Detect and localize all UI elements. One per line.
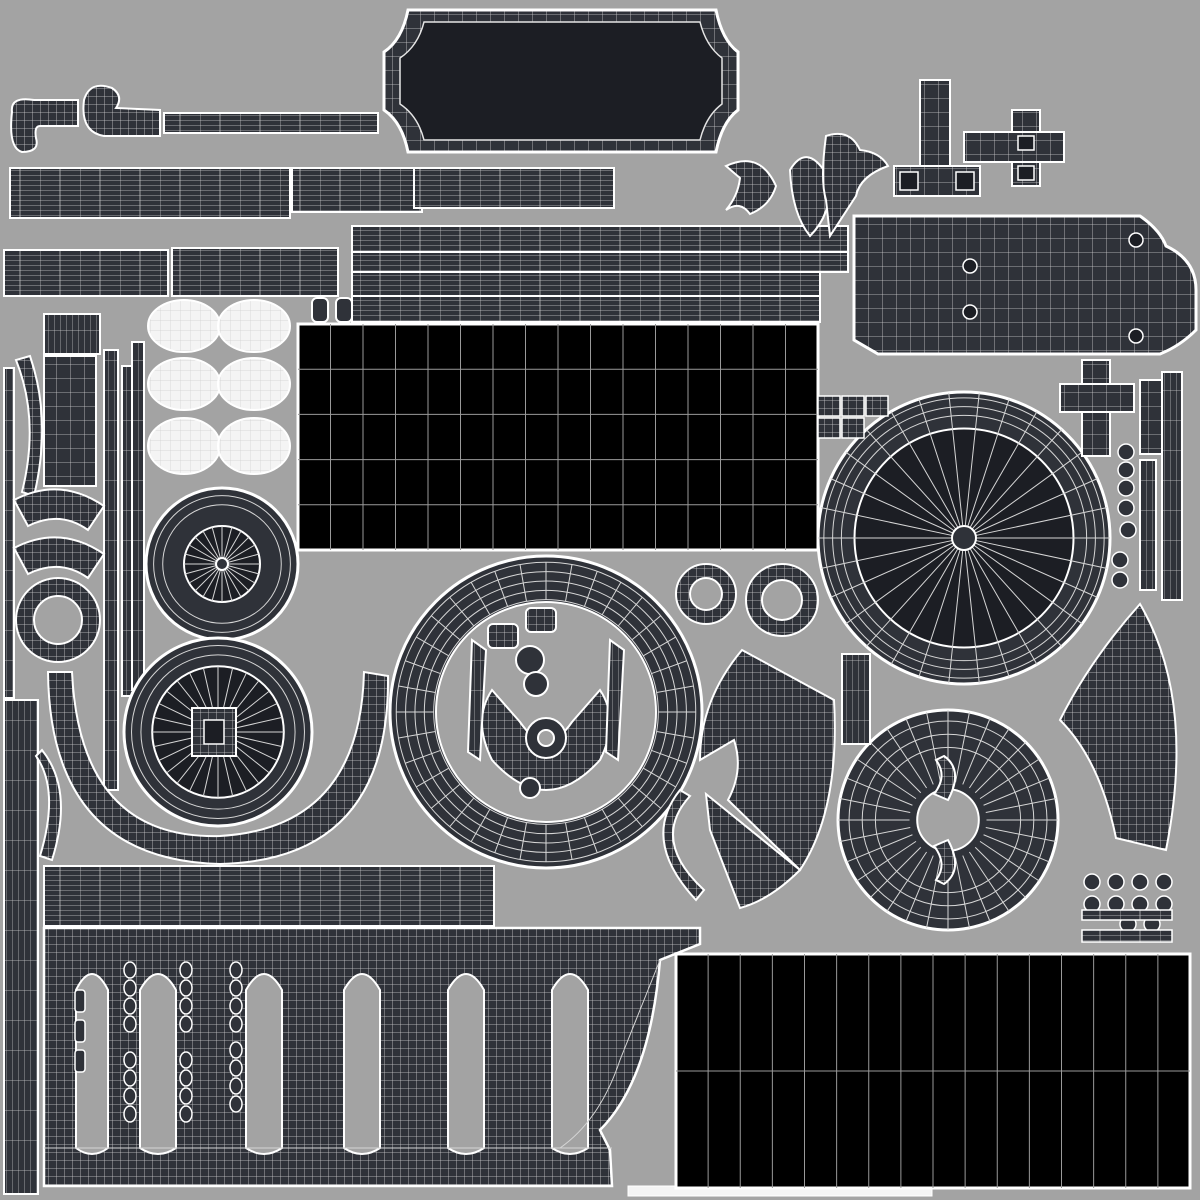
chain-link-island: [229, 961, 243, 979]
long-strip-1: [9, 167, 291, 219]
chain-link-island: [229, 997, 243, 1015]
wheel-island-small: [144, 486, 300, 642]
comb-edge-line: [559, 959, 661, 1149]
left-edge-bar: [3, 367, 15, 699]
chain-link-island: [179, 961, 193, 979]
left-bar-3: [131, 341, 145, 691]
pin-island: [74, 1019, 86, 1043]
comb-gap: [551, 973, 589, 1155]
comb-gap: [447, 973, 485, 1155]
bead-island: [1107, 873, 1125, 891]
wheel-island-left: [122, 636, 314, 828]
chain-link-island: [229, 1077, 243, 1095]
cross-island-2: [963, 109, 1065, 187]
small-nut-1: [311, 297, 329, 323]
left-small-arc: [34, 748, 62, 862]
comb-gap: [245, 973, 283, 1155]
strip-row-b: [171, 247, 339, 297]
mid-rings: [675, 563, 819, 637]
pin-island: [74, 989, 86, 1013]
curl-island-left: [10, 98, 79, 154]
chain-link-island: [123, 1069, 137, 1087]
chain-link-island: [179, 997, 193, 1015]
small-nut-2: [335, 297, 353, 323]
chain-link-island: [179, 1051, 193, 1069]
right-bar-1: [1161, 371, 1183, 601]
bracket-plate-island: [852, 214, 1198, 356]
large-arc-strip: [46, 670, 390, 866]
small-cross-right: [1059, 359, 1135, 457]
bead-island: [1117, 499, 1135, 517]
chain-link-island: [123, 997, 137, 1015]
chain-link-island: [179, 979, 193, 997]
wheel-island-right-top: [816, 390, 1112, 686]
bead-strip: [1081, 909, 1173, 921]
finial-island-1: [724, 160, 778, 216]
stacked-strip-3: [351, 271, 821, 297]
chain-link-island: [229, 1015, 243, 1033]
comb-top-strip: [43, 865, 495, 927]
chain-link-island: [229, 1059, 243, 1077]
chain-link-island: [123, 1087, 137, 1105]
strip-row-a: [3, 249, 169, 297]
chain-link-island: [123, 961, 137, 979]
chain-link-island: [179, 1087, 193, 1105]
plaque-island: [382, 8, 740, 154]
bead-island: [1131, 873, 1149, 891]
curl-island-right: [82, 84, 161, 137]
small-squares: [817, 395, 889, 439]
fan-piece-2: [12, 536, 106, 580]
chain-link-island: [123, 1051, 137, 1069]
bead-island: [1155, 873, 1173, 891]
left-tall-block: [43, 355, 97, 487]
fan-island-right: [1058, 602, 1178, 852]
comb-gap: [343, 973, 381, 1155]
bead-strip: [1081, 929, 1173, 943]
long-strip-3: [413, 167, 615, 209]
chain-link-island: [123, 1015, 137, 1033]
left-bar-1: [103, 349, 119, 791]
ring-island-small: [15, 577, 101, 663]
stacked-strip-1: [351, 225, 849, 253]
cross-island-1: [893, 79, 981, 197]
chain-link-island: [179, 1015, 193, 1033]
chain-link-island: [123, 1105, 137, 1123]
stacked-strip-2: [351, 251, 849, 273]
black-panel-bottom: [674, 952, 1192, 1190]
comb-gap: [75, 973, 109, 1155]
chain-link-island: [229, 1041, 243, 1059]
bead-island: [1117, 461, 1135, 479]
white-lobe-islands: [147, 299, 291, 475]
fan-piece-1: [12, 488, 106, 532]
finial-island-3: [822, 132, 890, 239]
right-bar-3: [1139, 459, 1157, 591]
finial-island-2: [788, 156, 832, 238]
right-bar-2: [1139, 379, 1163, 455]
chain-link-island: [229, 1095, 243, 1113]
bead-island: [1111, 571, 1129, 589]
chain-link-island: [179, 1105, 193, 1123]
black-panel-top: [296, 322, 820, 552]
bead-island: [1117, 479, 1135, 497]
chain-link-island: [123, 979, 137, 997]
left-tall-strip: [3, 699, 39, 1195]
fan-island-center: [698, 648, 836, 910]
chain-link-island: [229, 979, 243, 997]
wheel-center-details: [191, 601, 956, 886]
thin-strip-top: [163, 112, 379, 134]
bead-island: [1117, 443, 1135, 461]
stacked-strip-4: [351, 295, 821, 323]
pin-island: [74, 1049, 86, 1073]
arc-piece-mid: [662, 788, 706, 902]
center-right-bars: [841, 653, 871, 745]
wheel-island-right-bottom: [836, 708, 1060, 932]
left-small-block: [43, 313, 101, 355]
bead-island: [1119, 521, 1137, 539]
long-strip-2: [291, 167, 423, 213]
comb-gap: [139, 973, 177, 1155]
bead-island: [1111, 551, 1129, 569]
bead-island: [1083, 873, 1101, 891]
chain-link-island: [179, 1069, 193, 1087]
